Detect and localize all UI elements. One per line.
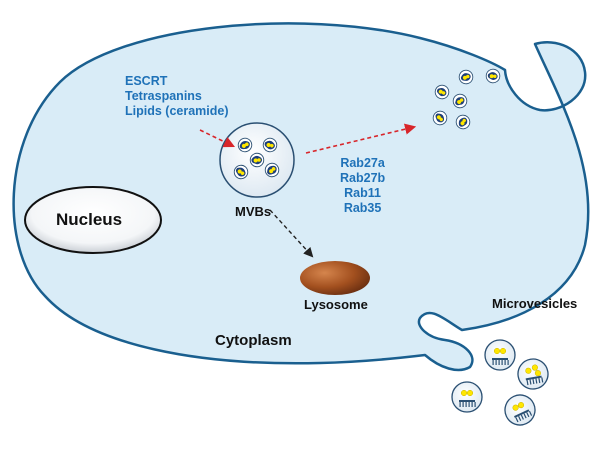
microvesicle xyxy=(451,381,483,413)
rab-item-rab35: Rab35 xyxy=(343,201,382,215)
rab-item-rab11: Rab11 xyxy=(344,186,381,200)
factors-to-mvb-arrow xyxy=(199,129,236,148)
mvb-to-exosome-arrow xyxy=(305,123,417,154)
microvesicle xyxy=(484,339,516,371)
microvesicle xyxy=(517,358,549,390)
lysosome-label: Lysosome xyxy=(304,297,368,312)
lysosome-shape xyxy=(300,261,370,295)
mvb-to-lysosome-arrow xyxy=(269,209,314,258)
rab-item-rab27b: Rab27b xyxy=(340,171,386,185)
cell-membrane xyxy=(12,22,590,372)
cytoplasm-label: Cytoplasm xyxy=(215,332,292,349)
mvb-factor-tetraspanins: Tetraspanins xyxy=(125,89,202,103)
mvbs-label: MVBs xyxy=(235,204,272,219)
rab-protein-list: Rab27a Rab27b Rab11 Rab35 xyxy=(340,156,385,216)
microvesicle xyxy=(504,394,536,426)
mvb-factor-lipids: Lipids (ceramide) xyxy=(125,104,229,118)
mvb-shape xyxy=(219,122,295,198)
microvesicle-group xyxy=(451,339,549,426)
microvesicles-label: Microvesicles xyxy=(492,296,578,311)
mvb-factor-escrt: ESCRT xyxy=(125,74,168,88)
mvb-factor-list: ESCRT Tetraspanins Lipids (ceramide) xyxy=(125,74,229,119)
nucleus-shape xyxy=(24,186,162,254)
exosome-pocket xyxy=(432,68,501,130)
rab-item-rab27a: Rab27a xyxy=(340,156,385,170)
nucleus-label: Nucleus xyxy=(56,210,123,229)
